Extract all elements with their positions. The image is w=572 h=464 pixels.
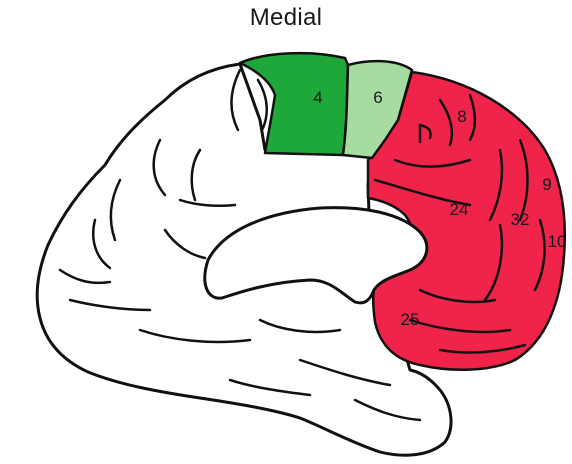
area-8-label: 8 (457, 107, 466, 126)
area-25-label: 25 (401, 310, 420, 329)
area-32-label: 32 (511, 210, 530, 229)
area-10-label: 10 (548, 232, 567, 251)
area-9-label: 9 (542, 175, 551, 194)
area-4-label: 4 (313, 88, 322, 107)
area-6-label: 6 (373, 88, 382, 107)
area-24-label: 24 (450, 200, 469, 219)
